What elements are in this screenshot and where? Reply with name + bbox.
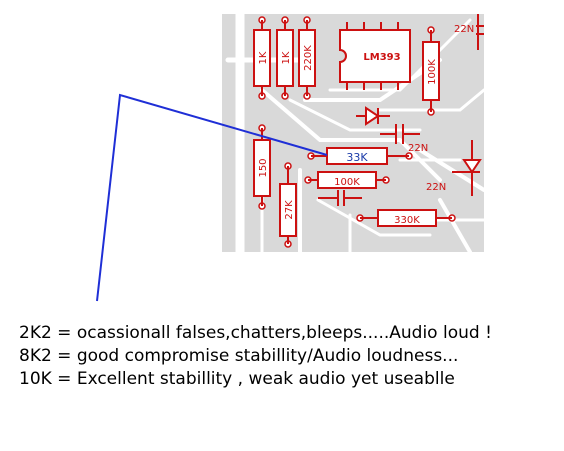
note-10k: 10K = Excellent stabillity , weak audio … <box>19 369 455 389</box>
resistor-1k-a: 1K <box>253 20 271 96</box>
ic-lm393-label: LM393 <box>363 52 400 63</box>
resistor-220k-label: 220K <box>303 45 314 71</box>
resistor-100k-horizontal: 100K <box>308 171 386 189</box>
resistor-100k-vertical: 100K <box>422 30 440 112</box>
capacitor-22n-right-label: 22N <box>426 182 446 193</box>
resistor-330k-label: 330K <box>394 215 420 226</box>
notes-list: 2K2 = ocassionall falses,chatters,bleeps… <box>19 322 492 391</box>
note-2k2: 2K2 = ocassionall falses,chatters,bleeps… <box>19 323 492 343</box>
resistor-1k-b: 1K <box>276 20 294 96</box>
resistor-33k-label: 33K <box>346 151 368 164</box>
capacitor-22n-mid-label: 22N <box>408 143 428 154</box>
resistor-100k-vertical-label: 100K <box>427 59 438 85</box>
ic-lm393: LM393 <box>339 22 411 90</box>
resistor-1k-a-label: 1K <box>258 51 269 64</box>
capacitor-22n-mid: 22N <box>380 124 428 154</box>
resistor-27k-label: 27K <box>284 200 295 220</box>
capacitor-22n-top: 22N <box>454 14 484 50</box>
resistor-330k: 330K <box>360 209 452 227</box>
resistor-100k-horizontal-label: 100K <box>334 177 360 188</box>
resistor-220k: 220K <box>298 20 316 96</box>
resistor-1k-b-label: 1K <box>281 51 292 64</box>
resistor-27k: 27K <box>279 166 297 244</box>
note-8k2: 8K2 = good compromise stabillity/Audio l… <box>19 346 459 366</box>
pointer-line <box>96 93 328 302</box>
capacitor-22n-top-label: 22N <box>454 24 474 35</box>
small-capacitor <box>318 190 362 206</box>
resistor-150: 150 <box>253 128 271 206</box>
resistor-150-label: 150 <box>258 158 269 177</box>
diode <box>356 106 390 126</box>
capacitor-22n-right: 22N <box>426 140 482 196</box>
resistor-33k-highlighted: 33K <box>311 147 409 165</box>
